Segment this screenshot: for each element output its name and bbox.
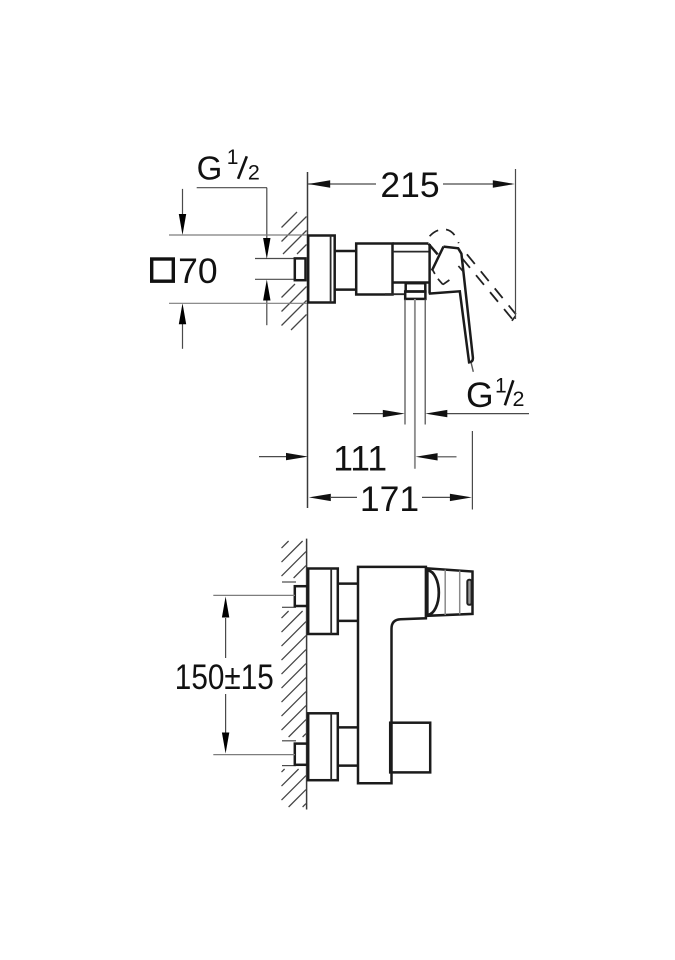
svg-text:70: 70 bbox=[178, 251, 218, 291]
svg-text:171: 171 bbox=[360, 479, 419, 519]
svg-text:1: 1 bbox=[495, 374, 507, 397]
svg-text:1: 1 bbox=[227, 146, 239, 169]
svg-text:111: 111 bbox=[333, 439, 387, 479]
svg-text:150±15: 150±15 bbox=[175, 657, 274, 697]
svg-text:2: 2 bbox=[513, 387, 525, 411]
svg-text:G: G bbox=[466, 375, 494, 415]
svg-text:G: G bbox=[197, 149, 223, 186]
svg-text:2: 2 bbox=[248, 161, 260, 185]
svg-text:215: 215 bbox=[380, 165, 439, 205]
